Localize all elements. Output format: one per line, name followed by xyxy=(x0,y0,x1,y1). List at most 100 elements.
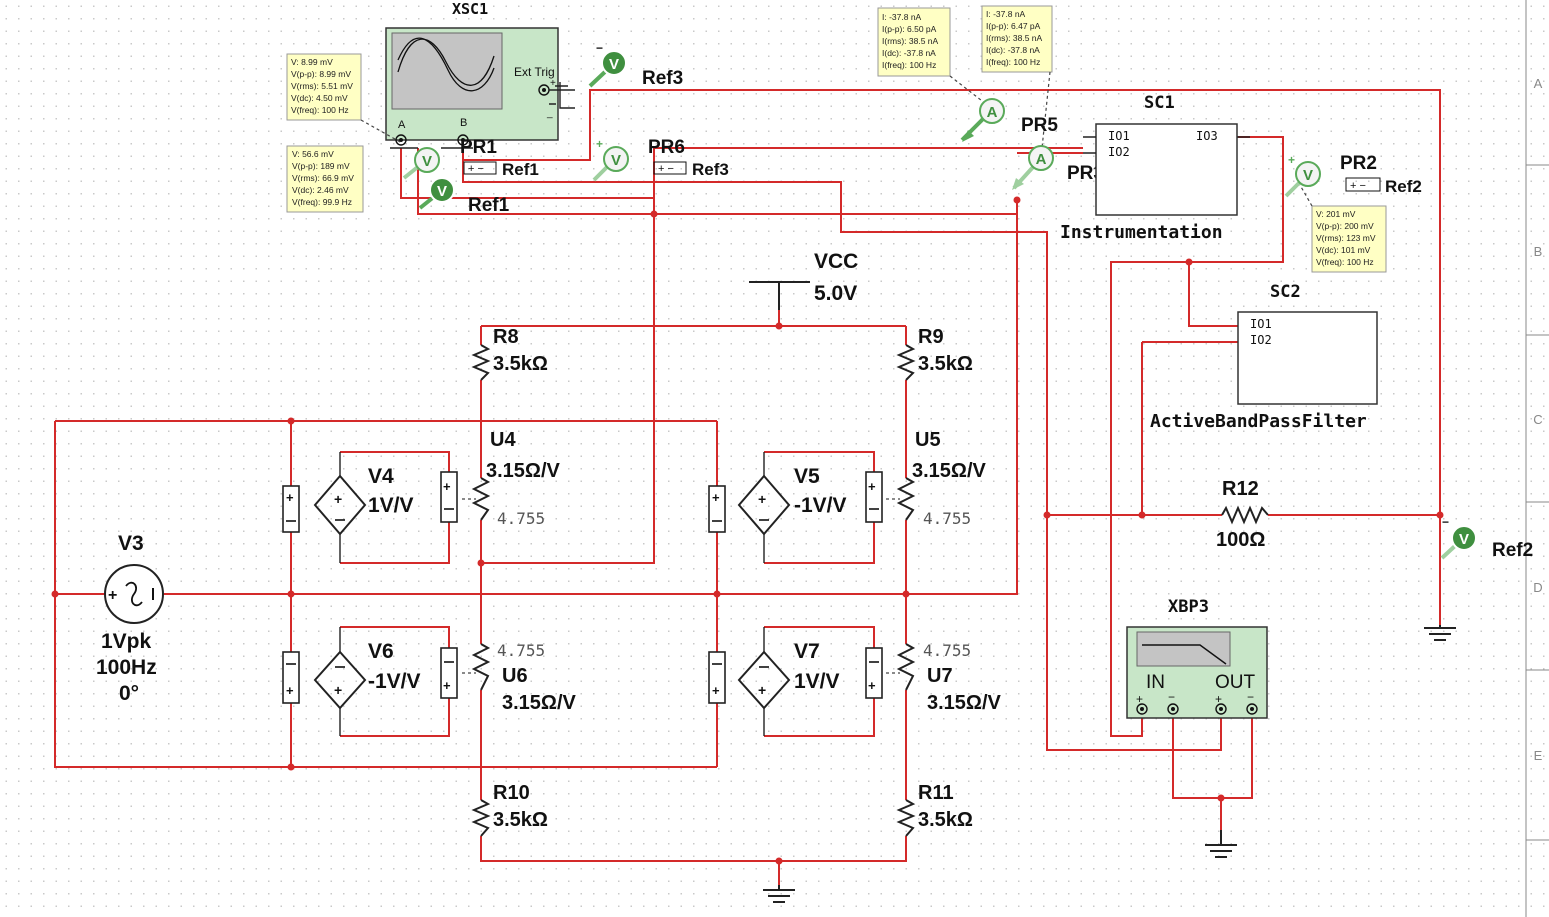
svg-text:+: + xyxy=(712,683,720,698)
u6-value: 3.15Ω/V xyxy=(502,692,577,714)
u4-reading: 4.755 xyxy=(497,509,545,528)
xsc1-name: XSC1 xyxy=(452,0,488,18)
border-row-d: D xyxy=(1533,580,1542,595)
svg-text:+: + xyxy=(1288,153,1295,167)
resistor-r8[interactable]: R8 3.5kΩ xyxy=(471,326,548,381)
probe-line: V(freq): 100 Hz xyxy=(1316,257,1374,267)
sensor-u6[interactable]: 4.755 U6 3.15Ω/V xyxy=(462,641,577,714)
svg-text:+: + xyxy=(758,682,766,698)
v4-gain: 1V/V xyxy=(368,494,414,517)
sc1-pin-io3: IO3 xyxy=(1196,129,1218,143)
pr2-label: PR2 xyxy=(1340,153,1377,174)
vcc-supply[interactable]: VCC 5.0V xyxy=(749,250,858,310)
probe-line: V(p-p): 189 mV xyxy=(292,161,350,171)
channel-a-terminal[interactable] xyxy=(395,134,407,146)
xbp3-out-plus-terminal[interactable] xyxy=(1215,703,1227,715)
probe-v-glyph: V xyxy=(1303,167,1313,184)
r8-name: R8 xyxy=(493,326,519,348)
vcc-value: 5.0V xyxy=(814,282,857,305)
v3-name: V3 xyxy=(118,532,144,555)
svg-text:+: + xyxy=(443,479,451,494)
probe-v-glyph: V xyxy=(611,152,621,169)
sc1-name: SC1 xyxy=(1144,93,1175,113)
v6-gain: -1V/V xyxy=(368,670,421,693)
ref2-label: Ref2 xyxy=(1492,540,1533,561)
u7-name: U7 xyxy=(927,665,953,687)
probe-line: I(freq): 100 Hz xyxy=(882,60,936,70)
probe-v-glyph: V xyxy=(422,153,432,170)
resistor-r11[interactable]: R11 3.5kΩ xyxy=(896,782,973,837)
svg-text:+: + xyxy=(550,78,556,89)
probe-v-glyph: V xyxy=(1459,531,1469,548)
voltage-probe-ref2[interactable]: V − xyxy=(1440,515,1477,560)
svg-text:+: + xyxy=(443,678,451,693)
sc2-name: SC2 xyxy=(1270,282,1301,302)
subcircuit-sc1[interactable]: SC1 IO1 IO2 IO3 Instrumentation xyxy=(1060,93,1250,243)
pr5-label: PR5 xyxy=(1021,115,1058,136)
probe-line: I(dc): -37.8 nA xyxy=(882,48,936,58)
probe-line: I: -37.8 nA xyxy=(986,9,1026,19)
v7-gain: 1V/V xyxy=(794,670,840,693)
ground-bridge xyxy=(763,885,795,903)
sensor-u4[interactable]: U4 3.15Ω/V 4.755 xyxy=(462,429,561,528)
probe-line: V(freq): 99.9 Hz xyxy=(292,197,352,207)
xbp3-in-minus-terminal[interactable] xyxy=(1167,703,1179,715)
voltage-probe-pr2[interactable]: V + xyxy=(1284,153,1321,198)
svg-text:_: _ xyxy=(546,108,553,119)
subcircuit-sc2[interactable]: SC2 IO1 IO2 ActiveBandPassFilter xyxy=(1150,282,1378,432)
border-row-c: C xyxy=(1533,412,1542,427)
current-probe-pr3[interactable]: A xyxy=(1012,145,1054,190)
probe-a-glyph: A xyxy=(987,104,998,121)
channel-a-label: A xyxy=(398,119,406,131)
probe-line: V(rms): 66.9 mV xyxy=(292,173,354,183)
pr1-label: PR1 xyxy=(460,137,497,158)
current-probe-pr5[interactable]: A xyxy=(960,98,1005,142)
vcvs-v4[interactable]: + + + V4 1V/V xyxy=(282,452,458,563)
sensor-u7[interactable]: 4.755 U7 3.15Ω/V xyxy=(886,641,1002,714)
channel-b-terminal[interactable] xyxy=(457,134,469,146)
u7-reading: 4.755 xyxy=(923,641,971,660)
sc2-label: ActiveBandPassFilter xyxy=(1150,411,1367,432)
svg-text:+: + xyxy=(596,137,603,151)
channel-b-label: B xyxy=(460,117,467,129)
v5-gain: -1V/V xyxy=(794,494,847,517)
sc1-label: Instrumentation xyxy=(1060,222,1223,243)
sensor-u5[interactable]: U5 3.15Ω/V 4.755 xyxy=(886,429,987,528)
xbp3-name: XBP3 xyxy=(1168,597,1209,617)
junction-dots xyxy=(51,196,1444,865)
ref3-box-label: Ref3 xyxy=(692,160,729,179)
resistor-r9[interactable]: R9 3.5kΩ xyxy=(896,326,973,381)
vcvs-v5[interactable]: + + + V5 -1V/V xyxy=(708,452,883,563)
sc2-pin-io2: IO2 xyxy=(1250,333,1272,347)
probe-line: I(p-p): 6.47 pA xyxy=(986,21,1041,31)
vcvs-v7[interactable]: + + + V7 1V/V xyxy=(708,627,883,736)
probe-line: V(dc): 4.50 mV xyxy=(291,93,348,103)
probe-box-pr2: V: 201 mV V(p-p): 200 mV V(rms): 123 mV … xyxy=(1299,184,1387,273)
voltage-probe-pr1-b[interactable]: V xyxy=(418,177,455,210)
resistor-r10[interactable]: R10 3.5kΩ xyxy=(471,782,548,837)
sc2-pin-io1: IO1 xyxy=(1250,317,1272,331)
voltage-probe-pr6[interactable]: V + xyxy=(592,137,629,182)
r9-name: R9 xyxy=(918,326,944,348)
resistor-r12[interactable]: R12 100Ω xyxy=(1216,478,1269,551)
probe-line: V(p-p): 8.99 mV xyxy=(291,69,351,79)
r11-value: 3.5kΩ xyxy=(918,809,973,831)
ground-ref2 xyxy=(1424,625,1456,641)
sc1-pin-io1: IO1 xyxy=(1108,129,1130,143)
vcvs-v6[interactable]: + + + V6 -1V/V xyxy=(282,627,458,736)
probe-v-glyph: V xyxy=(609,56,619,73)
ac-source-v3[interactable]: + V3 1Vpk 100Hz 0° xyxy=(96,532,164,705)
bode-plotter-xbp3[interactable]: XBP3 IN OUT + − + − xyxy=(1126,597,1268,719)
v5-name: V5 xyxy=(794,465,820,488)
probe-a-glyph: A xyxy=(1036,151,1047,168)
voltage-probe-ref3[interactable]: V − xyxy=(588,41,627,88)
voltage-probe-pr1-a[interactable]: V xyxy=(402,147,440,180)
sheet-border: A B C D E xyxy=(1525,0,1549,917)
ref1-box-label: Ref1 xyxy=(502,160,539,179)
oscilloscope-xsc1[interactable]: XSC1 Ext Trig + _ A B xyxy=(385,0,575,149)
xbp3-out-minus-terminal[interactable] xyxy=(1246,703,1258,715)
xbp3-in-plus-terminal[interactable] xyxy=(1136,703,1148,715)
probe-line: V(freq): 100 Hz xyxy=(291,105,349,115)
probe-line: V(dc): 2.46 mV xyxy=(292,185,349,195)
